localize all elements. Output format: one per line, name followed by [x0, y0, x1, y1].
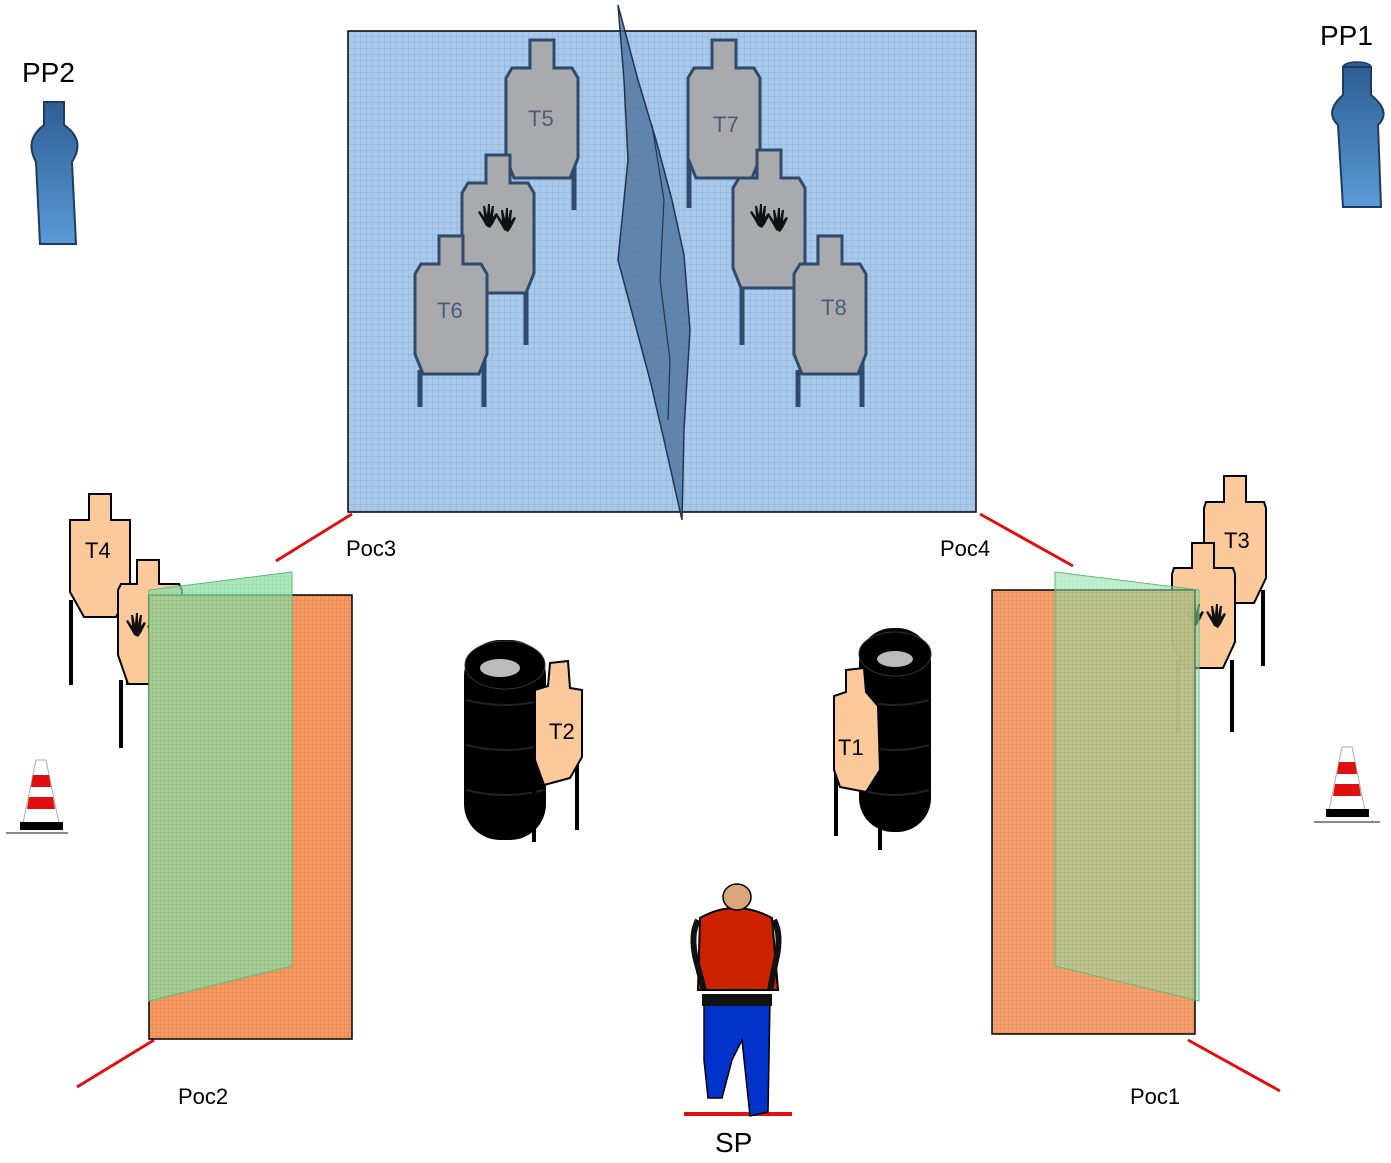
target-t6-label: T6 — [437, 298, 463, 323]
target-t3-label: T3 — [1224, 528, 1250, 553]
label-poc3: Poc3 — [346, 536, 396, 561]
fault-line-poc2 — [76, 1038, 155, 1089]
target-ns-left — [460, 153, 536, 345]
target-t8-label: T8 — [821, 295, 847, 320]
target-t2: T2 — [532, 659, 583, 842]
tire-stack-icon — [464, 640, 546, 840]
right-wall-green — [1054, 571, 1200, 1002]
shooter-figure-icon — [690, 883, 782, 1117]
target-t5: T5 — [504, 38, 580, 210]
target-t6: T6 — [413, 234, 489, 407]
label-poc1: Poc1 — [1130, 1084, 1180, 1109]
popper-pp1 — [1331, 61, 1385, 208]
wall-crack — [617, 4, 691, 521]
fault-line-poc1 — [1187, 1038, 1281, 1093]
target-t7: T7 — [686, 38, 762, 208]
label-sp: SP — [715, 1127, 752, 1158]
label-poc4: Poc4 — [940, 536, 990, 561]
target-t7-label: T7 — [713, 112, 739, 137]
target-t1: T1 — [833, 666, 882, 794]
target-t8: T8 — [792, 234, 868, 407]
fault-line-poc4 — [979, 512, 1074, 568]
traffic-cone-icon — [1314, 746, 1380, 823]
popper-pp2 — [30, 101, 79, 245]
target-t1-label: T1 — [838, 735, 864, 760]
target-t4-label: T4 — [85, 538, 111, 563]
target-ns-right — [731, 148, 807, 345]
label-pp1: PP1 — [1320, 20, 1373, 51]
target-t2-label: T2 — [549, 719, 575, 744]
fault-line-poc3 — [275, 512, 353, 563]
tire-stack-icon — [834, 628, 932, 850]
label-pp2: PP2 — [22, 57, 75, 88]
left-wall-green — [148, 571, 293, 1002]
target-t5-label: T5 — [528, 106, 554, 131]
label-poc2: Poc2 — [178, 1084, 228, 1109]
traffic-cone-icon — [6, 759, 68, 834]
